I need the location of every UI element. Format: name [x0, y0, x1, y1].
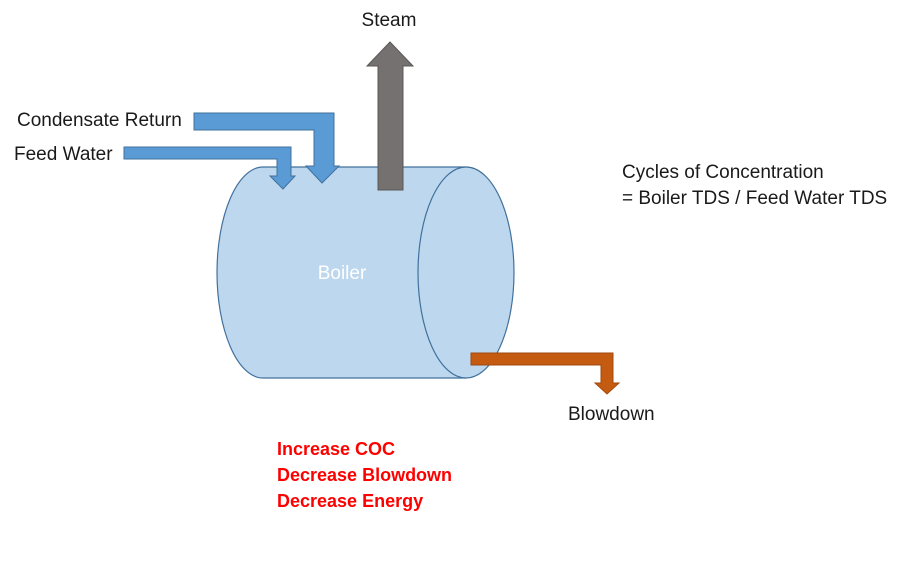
steam-arrow — [365, 41, 415, 191]
boiler-end-cap — [417, 166, 515, 379]
note-increase-coc: Increase COC — [277, 439, 395, 459]
steam-label: Steam — [362, 10, 417, 31]
note-decrease-energy: Decrease Energy — [277, 491, 423, 511]
blowdown-label: Blowdown — [568, 404, 655, 425]
boiler-body — [216, 166, 467, 379]
condensate-return-arrow — [193, 112, 341, 184]
formula-line-1: Cycles of Concentration — [622, 162, 824, 183]
boiler-label: Boiler — [318, 263, 367, 284]
condensate-return-label: Condensate Return — [17, 110, 182, 131]
feed-water-arrow — [123, 146, 297, 190]
feed-water-label: Feed Water — [14, 144, 113, 165]
boiler-cylinder — [216, 166, 515, 379]
blowdown-arrow — [470, 352, 621, 395]
note-decrease-blowdown: Decrease Blowdown — [277, 465, 452, 485]
formula-line-2: = Boiler TDS / Feed Water TDS — [622, 188, 887, 209]
